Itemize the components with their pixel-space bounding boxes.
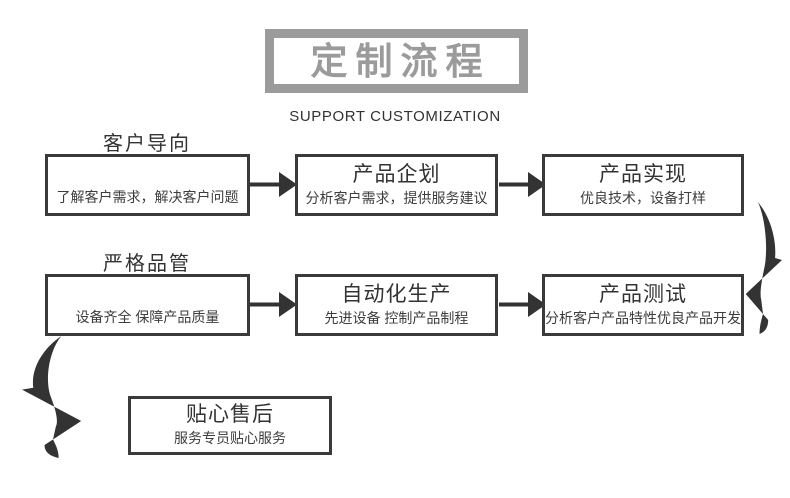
flow-box-title: 产品实现 xyxy=(599,162,687,186)
flow-box-customer-orientation: 了解客户需求，解决客户问题 xyxy=(45,154,250,216)
title-banner: 定制流程 xyxy=(265,29,528,93)
row2-label: 严格品管 xyxy=(103,253,191,275)
flow-box-title: 产品测试 xyxy=(599,282,687,306)
flow-box-desc: 先进设备 控制产品制程 xyxy=(324,309,469,326)
arrow-right-icon xyxy=(499,292,546,317)
flow-box-strict-quality-control: 设备齐全 保障产品质量 xyxy=(45,274,250,336)
flow-box-desc: 设备齐全 保障产品质量 xyxy=(75,308,220,325)
flow-box-title: 贴心售后 xyxy=(186,403,274,427)
flow-box-product-testing: 产品测试 分析客户产品特性优良产品开发 xyxy=(542,274,744,336)
flow-box-desc: 分析客户需求，提供服务建议 xyxy=(305,189,488,206)
flow-box-desc: 了解客户需求，解决客户问题 xyxy=(56,188,239,205)
flow-box-automated-production: 自动化生产 先进设备 控制产品制程 xyxy=(295,274,498,336)
curved-arrow-down-left-icon xyxy=(745,202,782,334)
arrow-right-icon xyxy=(499,172,546,197)
arrow-right-icon xyxy=(250,172,297,197)
flow-box-title: 自动化生产 xyxy=(341,282,452,306)
flow-box-desc: 分析客户产品特性优良产品开发 xyxy=(545,309,741,326)
page-subtitle: SUPPORT CUSTOMIZATION xyxy=(289,108,501,125)
flow-box-after-sales: 贴心售后 服务专员贴心服务 xyxy=(128,396,332,455)
arrow-right-icon xyxy=(250,292,297,317)
flow-box-title: 产品企划 xyxy=(352,162,441,186)
page-title: 定制流程 xyxy=(310,40,491,82)
row1-label: 客户导向 xyxy=(103,133,191,155)
flow-box-product-realization: 产品实现 优良技术，设备打样 xyxy=(542,154,744,216)
flow-box-desc: 服务专员贴心服务 xyxy=(174,430,286,447)
flow-box-desc: 优良技术，设备打样 xyxy=(580,189,706,206)
flow-box-product-planning: 产品企划 分析客户需求，提供服务建议 xyxy=(295,154,498,216)
curved-arrow-down-right-icon xyxy=(22,336,82,458)
